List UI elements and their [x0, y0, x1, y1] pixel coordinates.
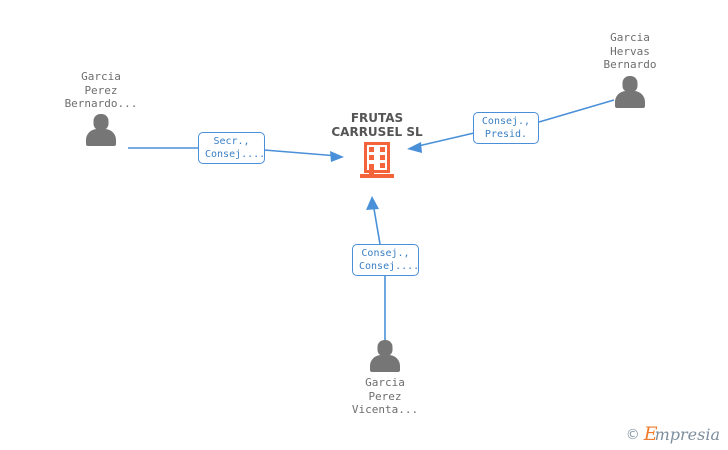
relation-label-left[interactable]: Secr., Consej....	[198, 132, 265, 164]
edge-left-arrowhead	[330, 151, 344, 162]
building-door	[369, 164, 374, 174]
person-icon	[613, 75, 647, 108]
building-window	[369, 147, 374, 152]
watermark: © Empresia	[626, 425, 720, 444]
edge-right-segment-a	[538, 99, 615, 123]
person-head	[622, 75, 638, 92]
edge-bottom-segment-b	[372, 202, 381, 245]
edge-right-segment-b	[413, 132, 475, 148]
building-window	[380, 155, 385, 160]
building-window	[369, 155, 374, 160]
edge-bottom-arrowhead	[366, 196, 379, 210]
edge-left-segment-b	[263, 149, 339, 157]
building-base	[360, 174, 394, 178]
person-name: Garcia Perez Vicenta...	[351, 376, 419, 416]
person-node-garcia-perez-vicenta[interactable]: Garcia Perez Vicenta...	[325, 340, 445, 417]
edge-right-arrowhead	[407, 142, 422, 153]
person-node-garcia-perez-bernardo[interactable]: Garcia Perez Bernardo...	[41, 70, 161, 146]
brand-initial: E	[643, 423, 658, 445]
person-name: Garcia Hervas Bernardo	[603, 31, 657, 71]
relation-label-bottom[interactable]: Consej., Consej....	[352, 244, 419, 276]
building-tower	[364, 142, 390, 173]
company-node[interactable]: FRUTAS CARRUSEL SL	[315, 111, 439, 178]
person-icon	[84, 113, 118, 146]
person-node-garcia-hervas-bernardo[interactable]: Garcia Hervas Bernardo	[570, 31, 690, 108]
building-window	[380, 163, 385, 168]
brand-name: mpresia	[654, 425, 720, 444]
person-head	[377, 340, 393, 356]
person-body	[86, 128, 116, 146]
relation-label-right[interactable]: Consej., Presid.	[473, 112, 539, 144]
building-window	[380, 147, 385, 152]
person-body	[370, 355, 400, 372]
company-title: FRUTAS CARRUSEL SL	[331, 111, 423, 139]
person-head	[93, 113, 109, 130]
person-body	[615, 90, 645, 108]
person-icon	[368, 340, 402, 372]
building-icon	[360, 142, 394, 178]
copyright-icon: ©	[625, 426, 640, 443]
brand-logo: Empresia	[644, 425, 720, 444]
person-name: Garcia Perez Bernardo...	[64, 70, 138, 110]
